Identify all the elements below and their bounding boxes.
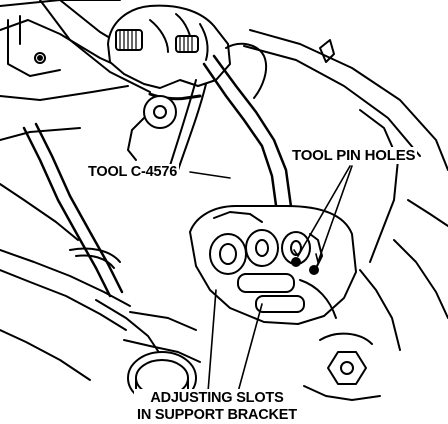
pin-hole-leader-1	[297, 165, 351, 257]
callout-leaders	[189, 165, 353, 393]
adjusting-slots-label: ADJUSTING SLOTS IN SUPPORT BRACKET	[134, 389, 300, 424]
adjusting-slots-label-line2: IN SUPPORT BRACKET	[137, 407, 297, 423]
tool-pin-holes-label: TOOL PIN HOLES	[290, 147, 418, 164]
slot-leader-1	[207, 289, 217, 393]
tool-leader	[189, 171, 231, 179]
mounting-bolt	[303, 332, 381, 401]
adjusting-slot-lower	[255, 295, 305, 313]
adjusting-slot-upper	[237, 273, 295, 293]
slot-leader-2	[237, 303, 263, 393]
pin-hole-leader-2	[317, 165, 353, 263]
support-bracket	[189, 205, 357, 325]
pin-hole-left	[291, 257, 301, 267]
right-fender-apron	[243, 29, 448, 351]
adjusting-slots-label-line1: ADJUSTING SLOTS	[150, 390, 284, 406]
engine-components	[0, 122, 201, 381]
tool-number-label: TOOL C-4576	[86, 164, 180, 181]
hand-with-tool	[107, 4, 231, 161]
